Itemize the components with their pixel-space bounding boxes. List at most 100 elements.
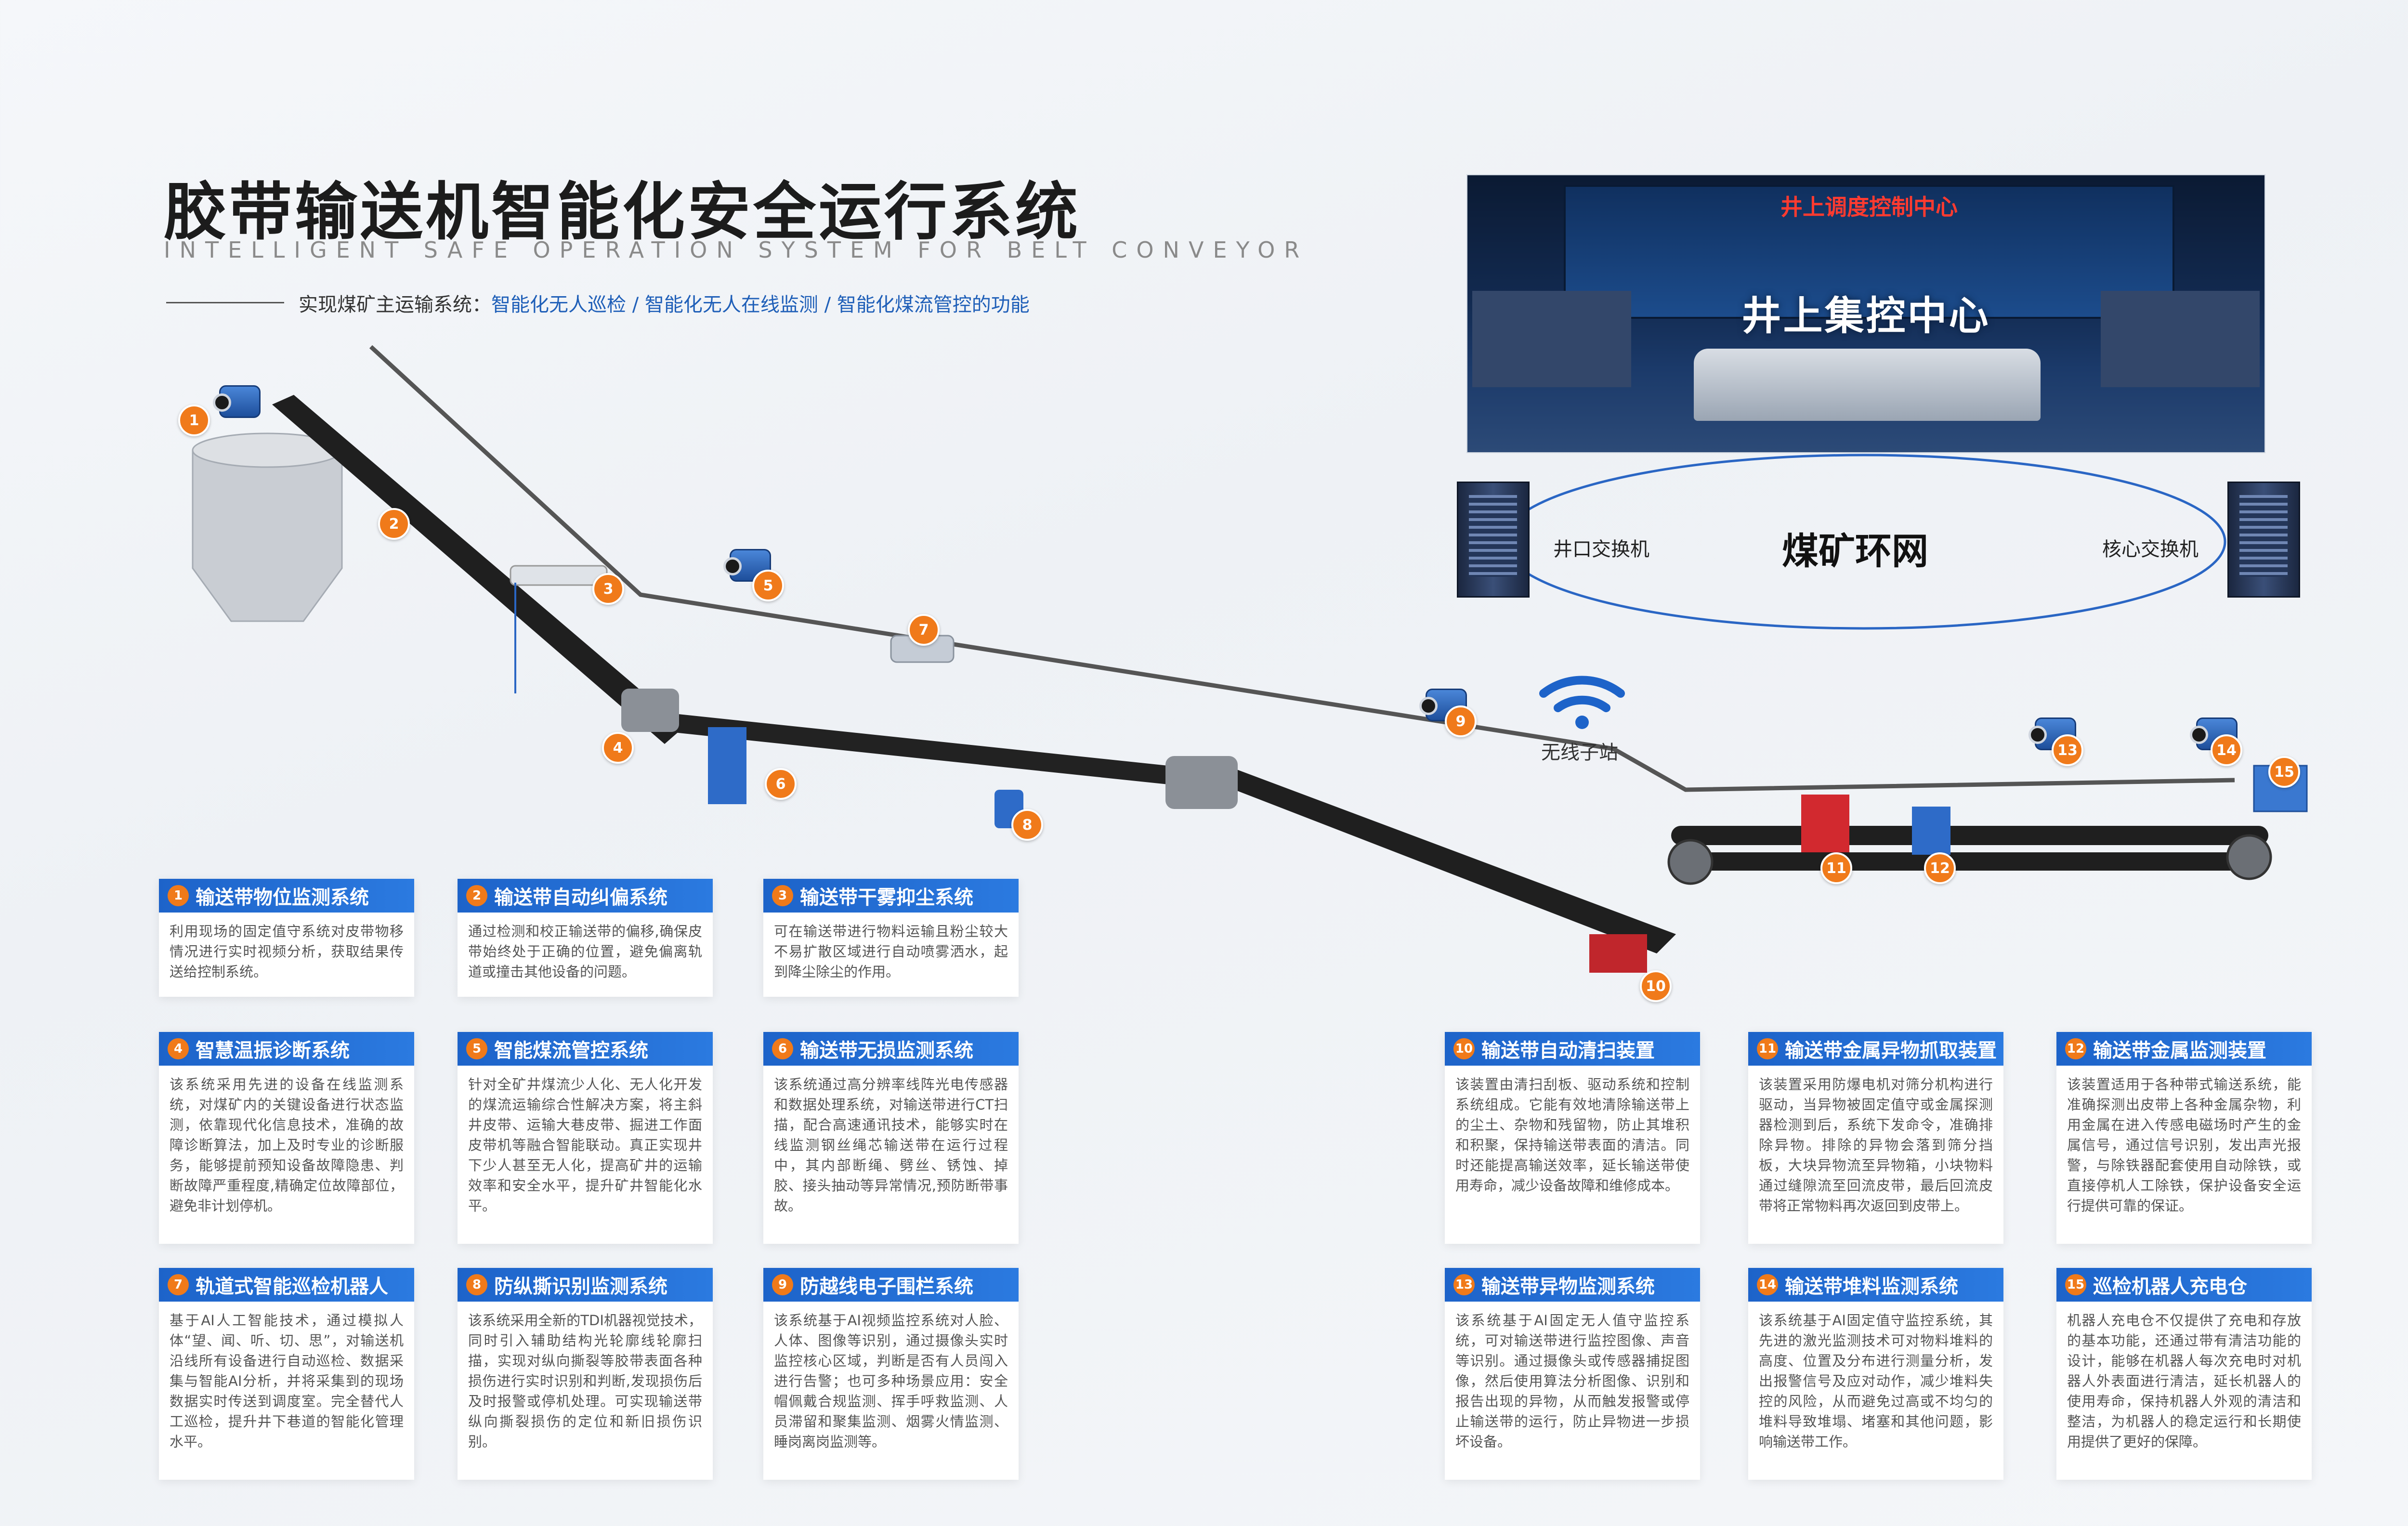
inspection-rail-line: [369, 345, 2235, 792]
card-body: 该装置由清扫刮板、驱动系统和控制系统组成。它能有效地清除输送带上的尘土、杂物和残…: [1455, 1076, 1689, 1194]
subtitle-item-3: 智能化煤流管控的功能: [837, 294, 1030, 316]
subtitle-divider: [166, 302, 284, 303]
card-number: 6: [772, 1038, 793, 1059]
badge-2: 2: [378, 508, 410, 540]
video-wall-title: 井上调度控制中心: [1780, 194, 1958, 220]
card-title: 智慧温振诊断系统: [196, 1040, 350, 1062]
lower-tail-pulley: [2226, 834, 2272, 880]
wellhead-switch-server-icon: [1457, 482, 1530, 598]
badge-1: 1: [178, 404, 210, 436]
badge-14: 14: [2211, 734, 2242, 766]
card-number: 3: [772, 885, 793, 906]
subtitle-prefix: 实现煤矿主运输系统：: [299, 294, 491, 316]
card-body: 针对全矿井煤流少人化、无人化开发的煤流运输综合性解决方案，将主斜井皮带、运输大巷…: [468, 1076, 702, 1214]
card-number: 7: [168, 1274, 189, 1295]
info-card-3: 3 输送带干雾抑尘系统 可在输送带进行物料运输且粉尘较大不易扩散区域进行自动喷雾洒…: [763, 879, 1019, 997]
badge-15: 15: [2268, 756, 2300, 788]
badge-5: 5: [752, 570, 784, 601]
subtitle-item-2: 智能化无人在线监测: [644, 294, 818, 316]
card-title: 输送带自动清扫装置: [1481, 1040, 1655, 1062]
card-body: 可在输送带进行物料运输且粉尘较大不易扩散区域进行自动喷雾洒水，起到降尘除尘的作用…: [774, 923, 1008, 980]
card-number: 9: [772, 1274, 793, 1295]
card-body: 该系统采用先进的设备在线监测系统，对煤矿内的关键设备进行状态监测，依靠现代化信息…: [170, 1076, 404, 1214]
card-body: 该装置适用于各种带式输送系统，能准确探测出皮带上各种金属杂物，利用金属在进入传感…: [2067, 1076, 2301, 1214]
page-title-english: INTELLIGENT SAFE OPERATION SYSTEM FOR BE…: [164, 237, 1309, 263]
subtitle-item-1: 智能化无人巡检: [491, 294, 626, 316]
card-body: 基于AI人工智能技术，通过模拟人体“望、闻、听、切、思”，对输送机沿线所有设备进…: [170, 1312, 404, 1450]
info-card-5: 5 智能煤流管控系统 针对全矿井煤流少人化、无人化开发的煤流运输综合性解决方案，将…: [458, 1032, 713, 1244]
camera-icon-1: [213, 385, 261, 418]
info-card-15: 15 巡检机器人充电仓 机器人充电仓不仅提供了充电和存放的基本功能，还通过带有清洁…: [2056, 1268, 2312, 1480]
drive-motor-2: [1165, 756, 1238, 809]
card-body: 机器人充电仓不仅提供了充电和存放的基本功能，还通过带有清洁功能的设计，能够在机器…: [2067, 1312, 2301, 1450]
card-title: 输送带堆料监测系统: [1785, 1276, 1958, 1298]
lower-belt-top: [1671, 826, 2268, 845]
card-body: 该系统基于AI固定无人值守监控系统，可对输送带进行监控图像、声音等识别。通过摄像…: [1455, 1312, 1689, 1450]
card-body: 利用现场的固定值守系统对皮带物移情况进行实时视频分析，获取结果传送给控制系统。: [170, 923, 404, 980]
badge-10: 10: [1640, 970, 1672, 1002]
middle-belt: [665, 713, 1218, 790]
control-center-title: 井上集控中心: [1741, 293, 1990, 339]
info-card-10: 10 输送带自动清扫装置 该装置由清扫刮板、驱动系统和控制系统组成。它能有效地清除…: [1445, 1032, 1700, 1244]
card-title: 输送带金属监测装置: [2093, 1040, 2266, 1062]
lower-head-pulley: [1667, 839, 1714, 885]
card-title: 输送带无损监测系统: [800, 1040, 973, 1062]
card-body: 该系统采用全新的TDI机器视觉技术，同时引入辅助结构光轮廓线轮廓扫描，实现对纵向…: [468, 1312, 702, 1450]
badge-13: 13: [2052, 734, 2083, 766]
subtitle-sep-1: /: [626, 294, 645, 316]
card-title: 输送带自动纠偏系统: [494, 887, 667, 909]
descending-belt: [1185, 761, 1676, 953]
card-title: 巡检机器人充电仓: [2093, 1276, 2247, 1298]
badge-7: 7: [908, 614, 940, 646]
card-number: 1: [168, 885, 189, 906]
card-number: 5: [466, 1038, 487, 1059]
badge-9: 9: [1445, 705, 1477, 737]
control-center-desk: [1694, 349, 2041, 421]
camera-icon-13: [2028, 717, 2076, 750]
info-card-6: 6 输送带无损监测系统 该系统通过高分辨率线阵光电传感器和数据处理系统，对输送带进…: [763, 1032, 1019, 1244]
page-title: 胶带输送机智能化安全运行系统: [164, 175, 1081, 248]
core-switch-server-icon: [2227, 482, 2300, 598]
card-number: 15: [2065, 1274, 2086, 1295]
metal-detector: [1912, 807, 1950, 855]
wellhead-switch-label: 井口交换机: [1553, 538, 1649, 561]
card-body: 该系统通过高分辨率线阵光电传感器和数据处理系统，对输送带进行CT扫描，配合高速通…: [774, 1076, 1008, 1214]
card-number: 4: [168, 1038, 189, 1059]
info-card-4: 4 智慧温振诊断系统 该系统采用先进的设备在线监测系统，对煤矿内的关键设备进行状态…: [159, 1032, 414, 1244]
wifi-icon-arc-outer: [1539, 676, 1625, 698]
wireless-substation-label: 无线子站: [1541, 742, 1618, 764]
badge-12: 12: [1924, 852, 1956, 884]
card-number: 14: [1757, 1274, 1778, 1295]
card-title: 输送带金属异物抓取装置: [1785, 1040, 1997, 1062]
control-center-right-console: [2101, 291, 2260, 387]
card-title: 输送带干雾抑尘系统: [800, 887, 973, 909]
badge-8: 8: [1011, 809, 1043, 841]
card-body: 通过检测和校正输送带的偏移,确保皮带始终处于正确的位置，避免偏离轨道或撞击其他设…: [468, 923, 702, 980]
card-title: 轨道式智能巡检机器人: [196, 1276, 388, 1298]
lower-belt-bottom: [1671, 852, 2268, 871]
belt-cleaner: [1589, 934, 1647, 973]
card-number: 8: [466, 1274, 487, 1295]
core-switch-label: 核心交换机: [2102, 538, 2199, 561]
subtitle: 实现煤矿主运输系统：智能化无人巡检 / 智能化无人在线监测 / 智能化煤流管控的…: [299, 289, 1030, 317]
card-title: 防越线电子围栏系统: [800, 1276, 973, 1298]
card-title: 智能煤流管控系统: [494, 1040, 648, 1062]
wifi-icon-dot: [1575, 716, 1589, 729]
badge-4: 4: [602, 732, 634, 764]
card-number: 10: [1453, 1038, 1475, 1059]
drive-motor-1: [621, 689, 679, 732]
control-center-video-wall: 井上调度控制中心: [1564, 185, 2174, 319]
subtitle-sep-2: /: [818, 294, 837, 316]
badge-6: 6: [765, 768, 797, 800]
wifi-icon-arc-inner: [1554, 695, 1610, 712]
ct-scanner-device: [708, 727, 746, 804]
dust-sprayer: [510, 565, 608, 586]
